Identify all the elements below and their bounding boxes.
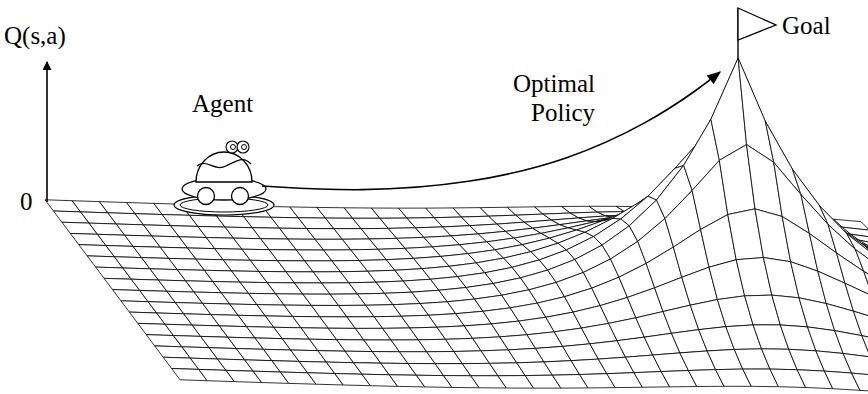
goal-label: Goal <box>782 12 831 41</box>
agent-robot <box>174 141 274 215</box>
mesh-cell <box>852 373 868 392</box>
value-axis <box>46 62 48 202</box>
wireframe-surface <box>45 58 868 394</box>
axis-origin-label: 0 <box>20 188 33 217</box>
policy-arrow <box>262 72 720 190</box>
mesh-cell <box>843 353 868 375</box>
mesh-cell <box>755 209 791 262</box>
goal-flag <box>738 8 776 58</box>
axis-label: Q(s,a) <box>4 22 66 51</box>
agent-label: Agent <box>192 90 253 119</box>
policy-label: Optimal Policy <box>470 70 595 128</box>
